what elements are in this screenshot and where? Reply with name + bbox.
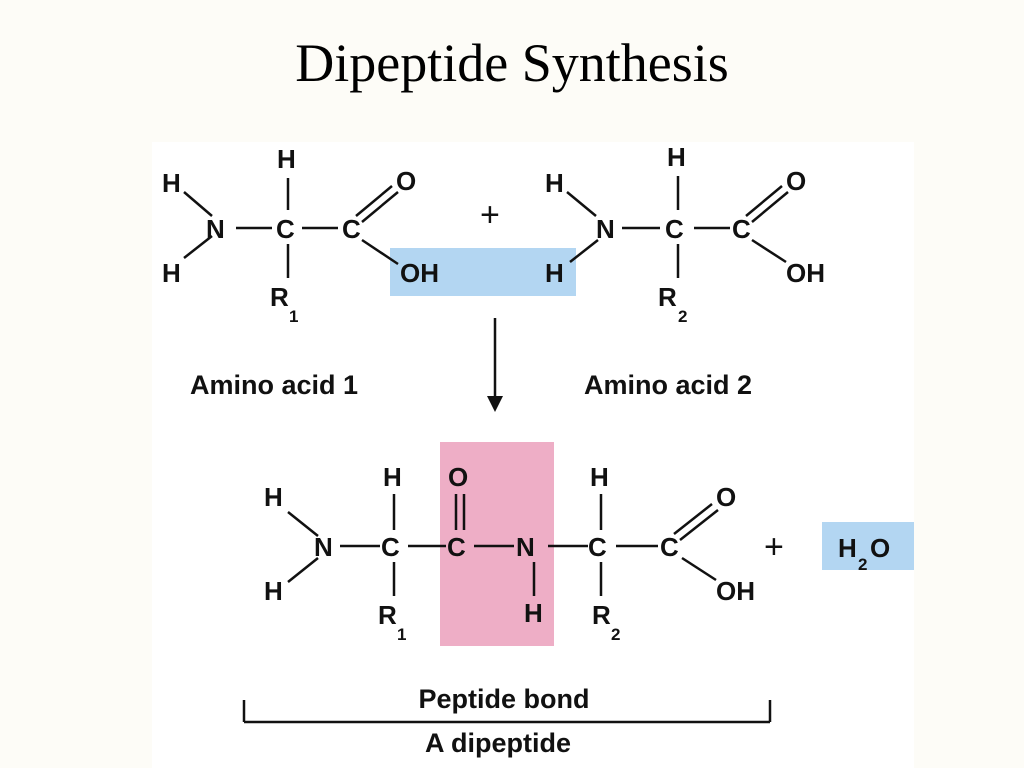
aa1-nitrogen: N — [206, 214, 225, 244]
dipeptide-r1-group: R — [378, 600, 397, 630]
aa2-carboxyl-carbon: C — [732, 214, 751, 244]
removed-water-highlight — [390, 248, 576, 296]
reactant-plus-sign: + — [480, 196, 500, 234]
aa1-carbonyl-oxygen: O — [396, 166, 416, 196]
dipeptide-bracket — [242, 700, 772, 724]
aa2-nitrogen: N — [596, 214, 615, 244]
water-oxygen: O — [870, 533, 890, 563]
aa1-r-subscript: 1 — [289, 307, 298, 326]
water-hydrogen: H — [838, 533, 857, 563]
aa1-hydroxyl: OH — [400, 258, 439, 288]
dipeptide-carboxyl-carbon: C — [660, 532, 679, 562]
dipeptide-amino-h-top: H — [264, 482, 283, 512]
dipeptide-r2-subscript: 2 — [611, 625, 620, 644]
amino-acid-1-label: Amino acid 1 — [190, 370, 358, 400]
water-product-highlight — [822, 522, 914, 570]
amino-acid-2-label: Amino acid 2 — [584, 370, 752, 400]
dipeptide-carbonyl-carbon-1: C — [447, 532, 466, 562]
dipeptide-carbonyl-oxygen-1: O — [448, 462, 468, 492]
dipeptide-carbonyl-oxygen-2: O — [716, 482, 736, 512]
aa2-carbonyl-oxygen: O — [786, 166, 806, 196]
dipeptide-amide-h: H — [524, 598, 543, 628]
dipeptide-n-terminal: N — [314, 532, 333, 562]
dipeptide-amide-nitrogen: N — [516, 532, 535, 562]
peptide-bond-highlight — [440, 442, 554, 646]
aa1-amino-h-top: H — [162, 168, 181, 198]
water-subscript: 2 — [858, 555, 867, 574]
amino-acid-1-structure: H H N H C C O OH R 1 — [162, 144, 439, 326]
aa1-alpha-h: H — [277, 144, 296, 174]
dipeptide-alpha-h-1: H — [383, 462, 402, 492]
arrow-head-icon — [487, 396, 503, 412]
aa2-hydroxyl: OH — [786, 258, 825, 288]
aa1-amino-h-bottom: H — [162, 258, 181, 288]
aa2-alpha-carbon: C — [665, 214, 684, 244]
dipeptide-label: A dipeptide — [425, 728, 571, 758]
aa2-alpha-h: H — [667, 142, 686, 172]
dipeptide-r2-group: R — [592, 600, 611, 630]
slide-title: Dipeptide Synthesis — [295, 33, 729, 93]
peptide-bond-label: Peptide bond — [419, 684, 590, 714]
aa2-amino-h-bottom: H — [545, 258, 564, 288]
amino-acid-2-structure: H H N H C C O OH R 2 — [545, 142, 825, 326]
aa2-r-group: R — [658, 282, 677, 312]
aa1-alpha-carbon: C — [276, 214, 295, 244]
dipeptide-hydroxyl: OH — [716, 576, 755, 606]
water-molecule: H 2 O — [838, 533, 890, 574]
aa1-r-group: R — [270, 282, 289, 312]
dipeptide-alpha-carbon-1: C — [381, 532, 400, 562]
dipeptide-alpha-h-2: H — [590, 462, 609, 492]
product-plus-sign: + — [764, 528, 784, 566]
dipeptide-structure: H H N H C O C N H H C C O OH R 1 R 2 — [264, 462, 755, 644]
dipeptide-amino-h-bottom: H — [264, 576, 283, 606]
aa2-r-subscript: 2 — [678, 307, 687, 326]
dipeptide-alpha-carbon-2: C — [588, 532, 607, 562]
aa1-carboxyl-carbon: C — [342, 214, 361, 244]
aa2-amino-h-top: H — [545, 168, 564, 198]
reaction-arrow — [487, 318, 503, 412]
dipeptide-r1-subscript: 1 — [397, 625, 406, 644]
